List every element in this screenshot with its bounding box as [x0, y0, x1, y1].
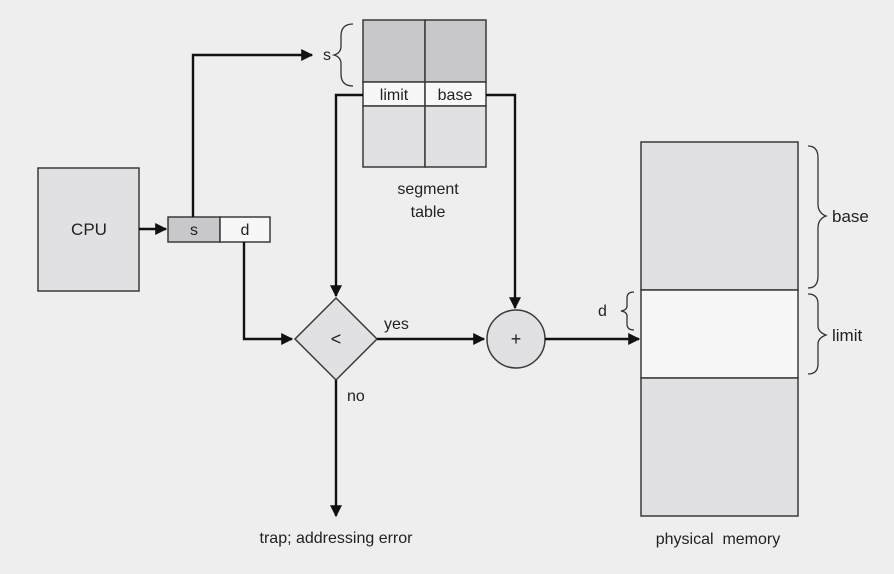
- table-top-right: [424, 19, 487, 83]
- memory-d-label: d: [598, 303, 607, 320]
- memory-segment-block: [640, 289, 799, 379]
- d-to-compare-arrow: [242, 242, 294, 345]
- no-label: no: [347, 388, 365, 405]
- physical-memory: physical memory: [640, 141, 799, 548]
- adder: +: [486, 309, 546, 369]
- segment-table: limit base segment table: [362, 19, 487, 221]
- address-d-label: d: [241, 222, 250, 239]
- table-caption-line1: segment: [397, 181, 459, 198]
- table-limit-label: limit: [380, 87, 409, 104]
- s-to-table-arrow: [191, 49, 314, 217]
- s-brace: [331, 23, 354, 87]
- adder-symbol: +: [511, 329, 522, 349]
- yes-label: yes: [384, 316, 409, 333]
- cpu-box: [37, 167, 140, 292]
- base-brace: [807, 145, 828, 289]
- table-caption-line2: table: [411, 204, 446, 221]
- comparator-symbol: <: [331, 329, 342, 349]
- memory-bottom-block: [640, 377, 799, 517]
- address-s-label: s: [190, 222, 198, 239]
- trap-label: trap; addressing error: [260, 530, 414, 547]
- base-to-adder-arrow: [486, 93, 521, 310]
- table-base-label: base: [438, 87, 473, 104]
- memory-base-label: base: [832, 207, 869, 226]
- limit-to-compare-arrow: [330, 93, 363, 298]
- address-s-cell: [167, 216, 221, 243]
- s-pointer-label: s: [323, 47, 331, 64]
- memory-caption: physical memory: [656, 531, 780, 548]
- table-bottom-left: [362, 105, 426, 168]
- limit-brace: [807, 293, 828, 375]
- comparator: <: [293, 296, 379, 382]
- memory-limit-label: limit: [832, 326, 862, 345]
- memory-top-block: [640, 141, 799, 291]
- cpu-block: CPU: [37, 167, 140, 292]
- logical-address: s d: [167, 216, 271, 243]
- table-bottom-right: [424, 105, 487, 168]
- table-top-left: [362, 19, 426, 83]
- cpu-label: CPU: [71, 220, 107, 239]
- d-brace: [620, 291, 635, 331]
